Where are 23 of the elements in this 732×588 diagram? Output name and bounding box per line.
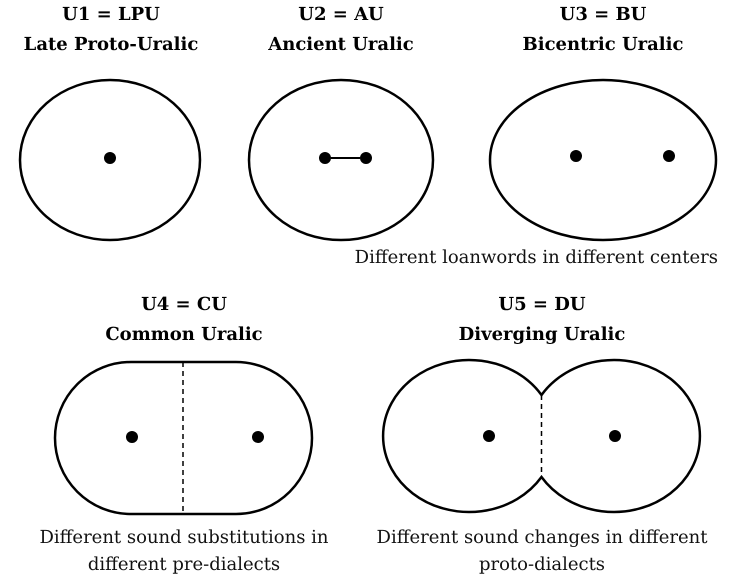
name-label: Diverging Uralic [458,323,626,347]
code-label: U3 = BU [558,3,648,27]
dot [104,152,116,164]
name-label: Late Proto-Uralic [22,33,200,57]
dot [126,431,138,443]
name-label: Common Uralic [104,323,264,347]
caption-text: Different sound substitutions in different pre-dialects [38,526,330,577]
dot [319,152,331,164]
note-text: Different loanwords in different centers [354,246,718,270]
name-label: Bicentric Uralic [522,33,684,57]
code-label: U1 = LPU [61,3,161,27]
dot [483,430,495,442]
connector-line [331,157,360,159]
name-label: Ancient Uralic [267,33,415,57]
dot [360,152,372,164]
dot [570,150,582,162]
dot [252,431,264,443]
dot [609,430,621,442]
code-label: U5 = DU [497,293,587,317]
code-label: U2 = AU [297,3,385,27]
caption-text: Different sound changes in different proto-dialects [376,526,708,577]
code-label: U4 = CU [140,293,228,317]
dot [663,150,675,162]
